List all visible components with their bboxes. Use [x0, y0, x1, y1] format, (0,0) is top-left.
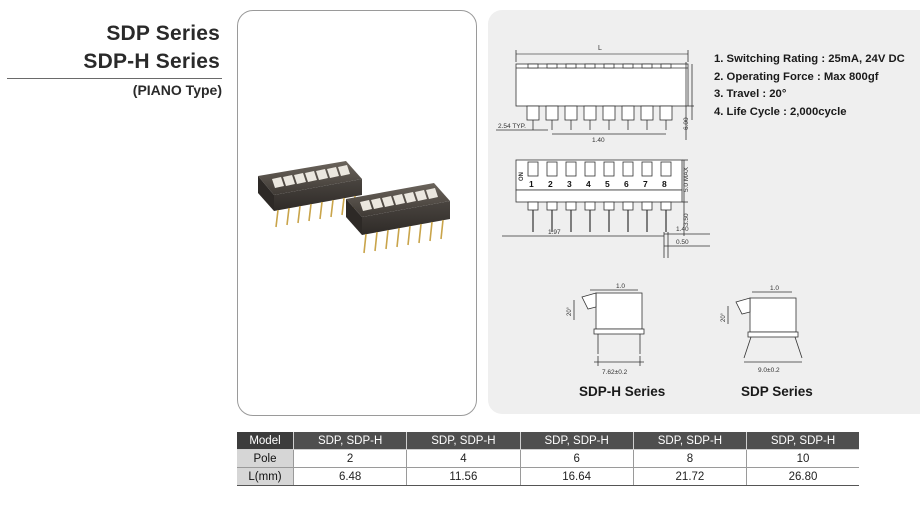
table-header-cell: Model	[237, 432, 294, 450]
technical-drawing-panel: L	[488, 10, 920, 414]
title-line-3: (PIANO Type)	[132, 82, 222, 98]
spec-item: 1. Switching Rating : 25mA, 24V DC	[714, 53, 905, 65]
sdp-side-view: 1.0 20° 9.0±0.2	[721, 285, 803, 374]
top-view-drawing: L	[496, 45, 694, 144]
table-cell: 6	[519, 449, 634, 468]
dim-350-label: 3.50	[683, 213, 690, 226]
dim-pitch-label: 2.54 TYP.	[498, 123, 526, 130]
sdp-dim-width-label: 9.0±0.2	[758, 367, 780, 374]
sdp-series-label: SDP Series	[741, 384, 813, 399]
dim-197-label: 1.97	[548, 229, 561, 236]
table-cell: 11.56	[406, 467, 521, 486]
table-cell: 8	[632, 449, 748, 468]
position-number: 3	[567, 179, 572, 189]
table-header-row: Model SDP, SDP-H SDP, SDP-H SDP, SDP-H S…	[237, 432, 859, 450]
table-cell: 10	[746, 449, 859, 468]
position-number: 8	[662, 179, 667, 189]
dim-140-top-label: 1.40	[592, 137, 605, 144]
sdph-dim-width-label: 7.62±0.2	[602, 369, 628, 376]
spec-list: 1. Switching Rating : 25mA, 24V DC 2. Op…	[714, 51, 905, 121]
table-header-cell: SDP, SDP-H	[632, 432, 748, 450]
title-divider	[7, 78, 222, 79]
sdph-angle-label: 20°	[567, 306, 573, 316]
dim-L-label: L	[598, 45, 602, 52]
sdph-series-label: SDP-H Series	[579, 384, 666, 399]
table-row: Pole 2 4 6 8 10	[237, 449, 859, 468]
spec-item: 2. Operating Force : Max 800gf	[714, 70, 879, 83]
sdp-angle-label: 20°	[721, 312, 727, 322]
position-number: 1	[529, 179, 534, 189]
spec-item: 4. Life Cycle : 2,000cycle	[714, 105, 847, 118]
table-header-cell: SDP, SDP-H	[292, 432, 408, 450]
table-cell: 16.64	[519, 467, 634, 486]
position-number: 6	[624, 179, 629, 189]
table-header-cell: SDP, SDP-H	[519, 432, 634, 450]
on-label: ON	[519, 172, 525, 181]
table-row: L(mm) 6.48 11.56 16.64 21.72 26.80	[237, 467, 859, 486]
spec-item: 3. Travel : 20°	[714, 88, 787, 100]
front-view-drawing: ON 1 2 3 4 5 6 7 8	[502, 159, 710, 258]
table-cell: 21.72	[632, 467, 748, 486]
sdph-dim-10-label: 1.0	[616, 283, 625, 290]
dim-140-bottom-label: 1.40	[676, 226, 689, 233]
dip-switch-photo-a	[258, 161, 362, 228]
technical-drawing: L	[496, 45, 803, 376]
product-photo	[258, 161, 450, 254]
table-cell: 26.80	[746, 467, 859, 486]
dim-50max-label: 5.0 MAX	[683, 166, 690, 192]
title-block: SDP Series SDP-H Series	[0, 20, 222, 76]
position-number: 5	[605, 179, 610, 189]
table-cell: 2	[292, 449, 408, 468]
title-line-2: SDP-H Series	[83, 50, 220, 73]
position-number: 4	[586, 179, 591, 189]
sdp-dim-10-label: 1.0	[770, 285, 779, 292]
dip-switch-photo-b	[346, 183, 450, 254]
position-number: 2	[548, 179, 553, 189]
table-row-label: L(mm)	[237, 467, 294, 486]
table-cell: 4	[406, 449, 521, 468]
position-number: 7	[643, 179, 648, 189]
table-cell: 6.48	[292, 467, 408, 486]
table-header-cell: SDP, SDP-H	[406, 432, 521, 450]
product-photo-card	[237, 10, 477, 416]
model-table: Model SDP, SDP-H SDP, SDP-H SDP, SDP-H S…	[237, 432, 859, 486]
table-header-cell: SDP, SDP-H	[746, 432, 859, 450]
title-line-1: SDP Series	[106, 22, 220, 45]
table-row-label: Pole	[237, 449, 294, 468]
dim-050-label: 0.50	[676, 239, 689, 246]
sdph-side-view: 1.0 20° 7.62±0.2	[567, 283, 645, 376]
dim-600-label: 6.00	[683, 117, 690, 130]
